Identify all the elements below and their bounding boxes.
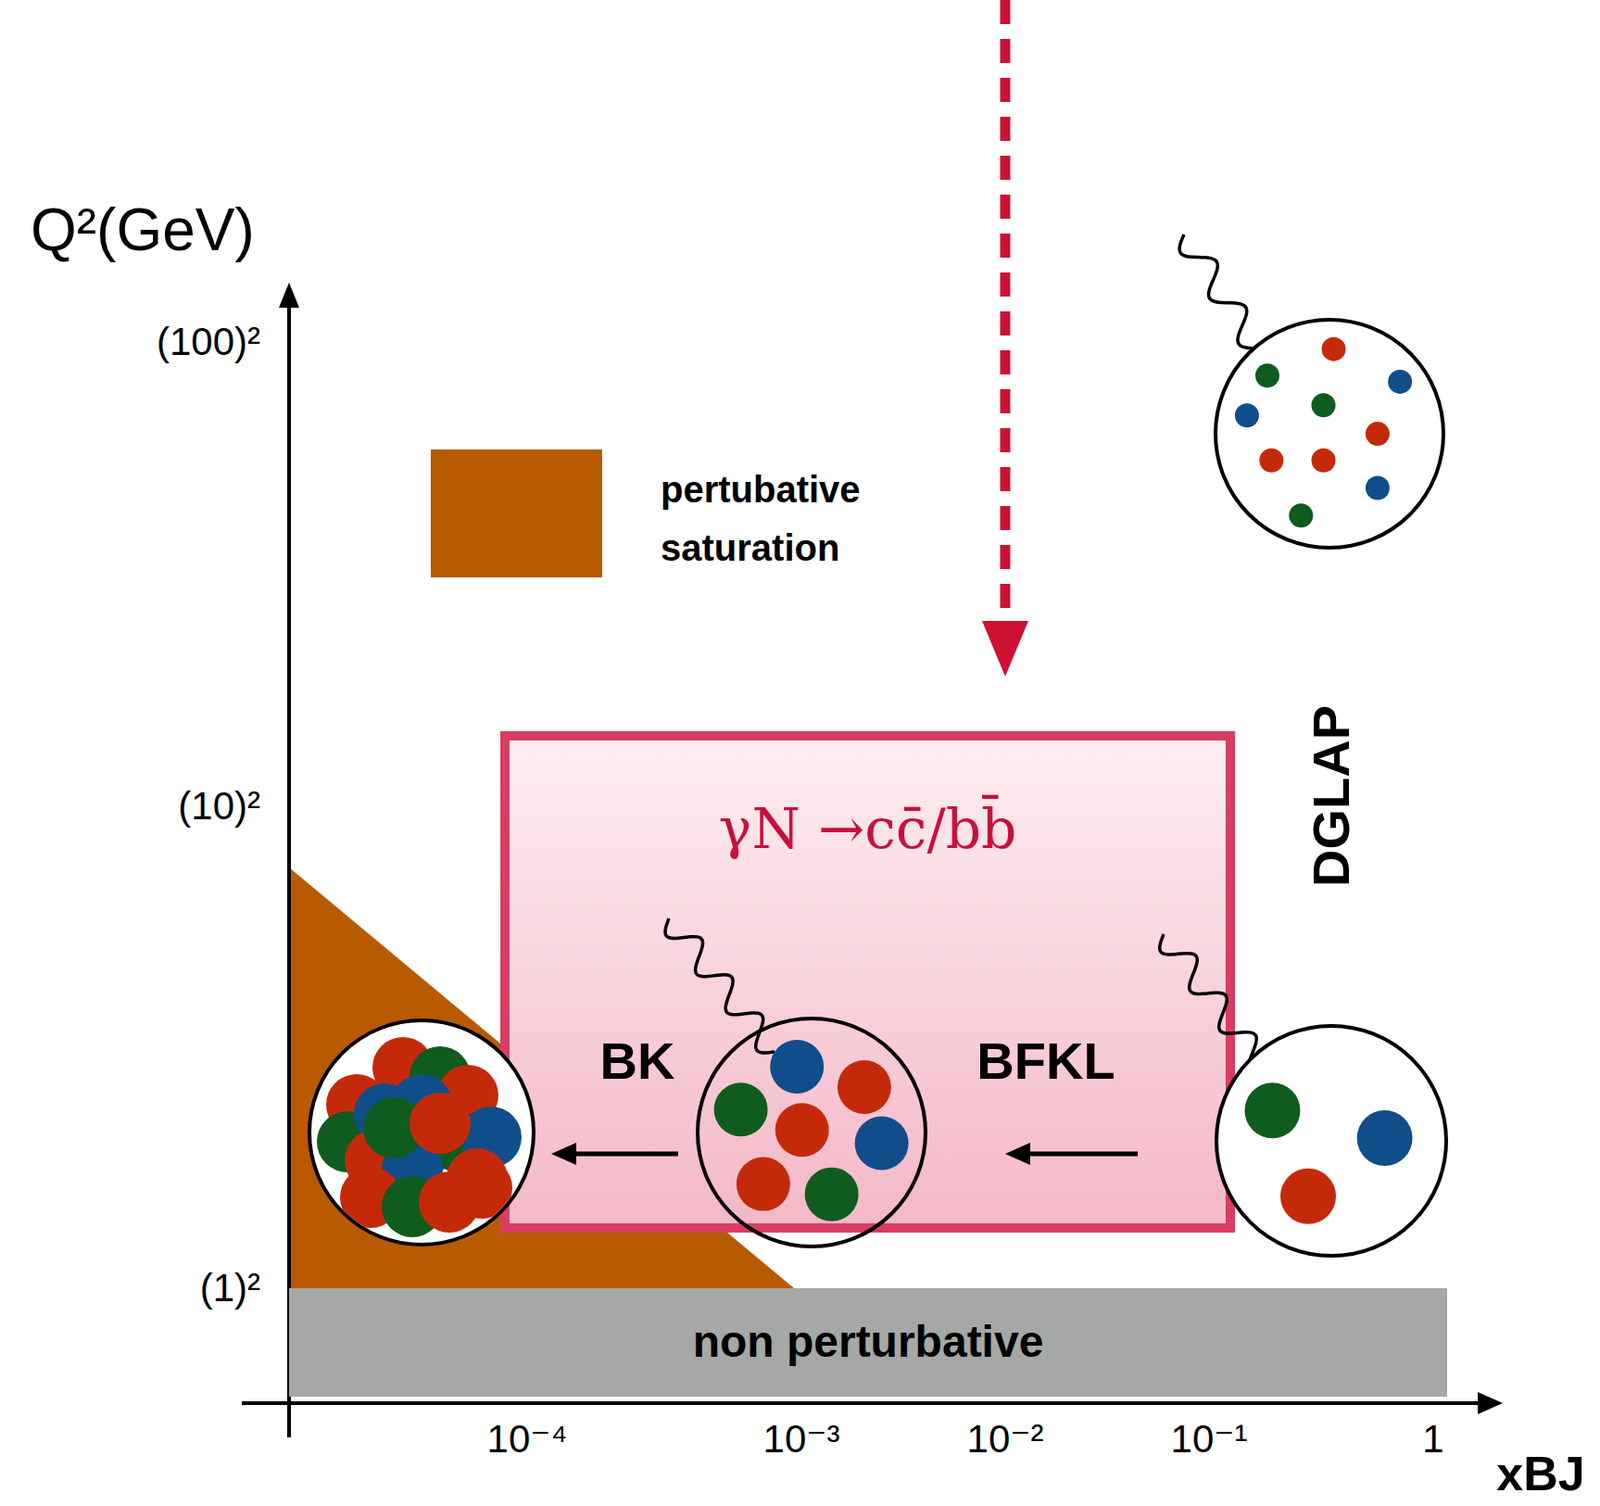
parton-dot — [1357, 1109, 1413, 1166]
parton-dot — [316, 1110, 378, 1172]
parton-dot — [1244, 1082, 1300, 1138]
parton-dot — [1311, 392, 1336, 417]
region-label: BFKL — [976, 1034, 1115, 1087]
parton-dot — [340, 1166, 402, 1228]
parton-dot — [418, 1171, 480, 1233]
parton-dot — [1322, 337, 1347, 362]
parton-dot — [1365, 421, 1390, 446]
parton-dot — [855, 1116, 909, 1171]
parton-dot — [428, 1110, 490, 1172]
parton-dot — [353, 1083, 416, 1145]
evolution-arrow-head — [551, 1142, 577, 1165]
parton-dot — [1234, 403, 1260, 428]
photon-line — [1179, 234, 1286, 394]
parton-dot — [1387, 369, 1412, 394]
parton-dot — [381, 1138, 443, 1200]
node-text: γN →cc̄/bb̄ — [718, 797, 1018, 859]
parton-dot — [460, 1106, 522, 1168]
proton-circle — [309, 1020, 534, 1245]
evolution-arrow-head — [1005, 1142, 1031, 1165]
saturated-partons — [316, 1036, 522, 1237]
region-label: BK — [600, 1034, 676, 1087]
parton-dot — [1365, 475, 1390, 500]
tick-label: 10⁻³ — [763, 1419, 841, 1459]
parton-dot — [381, 1175, 443, 1237]
parton-dot — [714, 1082, 769, 1136]
parton-dot — [1288, 503, 1313, 528]
parton-dot — [775, 1102, 830, 1157]
photon-line — [665, 918, 775, 1053]
y-axis-head — [278, 282, 300, 308]
tick-label: (100)² — [156, 322, 261, 362]
tick-label: (10)² — [177, 786, 261, 826]
proton-circle — [697, 1018, 926, 1247]
parton-dot — [1280, 1168, 1336, 1224]
non-perturbative-band: non perturbative — [289, 1287, 1448, 1397]
tick-label: 10⁻² — [967, 1419, 1045, 1459]
parton-dot — [1255, 363, 1280, 388]
photon-line — [1159, 933, 1268, 1073]
parton-dot — [1311, 448, 1336, 473]
dashed-arrow-head — [982, 620, 1029, 677]
x-axis — [241, 1400, 1483, 1405]
parton-dot — [837, 1059, 892, 1114]
parton-dot — [400, 1110, 462, 1172]
parton-dot — [390, 1073, 453, 1135]
dashed-arrow — [1000, 0, 1011, 623]
proton-circle — [1216, 1025, 1447, 1256]
parton-dot — [326, 1073, 388, 1135]
parton-dot — [372, 1147, 434, 1210]
parton-dot — [409, 1045, 471, 1108]
parton-dot — [409, 1092, 471, 1154]
parton-dot — [1259, 448, 1284, 473]
axis-title: Q²(GeV) — [30, 200, 255, 260]
proton-circles — [309, 234, 1447, 1256]
parton-dot — [446, 1147, 508, 1210]
legend-swatch — [430, 449, 603, 578]
parton-dot — [769, 1039, 824, 1094]
evolution-arrow — [1026, 1151, 1138, 1157]
tick-label: 1 — [1422, 1419, 1444, 1459]
x-axis-head — [1477, 1391, 1503, 1414]
parton-dot — [805, 1167, 859, 1222]
region-label: DGLAP — [1305, 705, 1358, 887]
parton-dot — [451, 1157, 513, 1219]
y-axis — [287, 301, 291, 1437]
axis-title: xBJ — [1496, 1448, 1585, 1498]
parton-dot — [736, 1157, 791, 1211]
tick-label: (1)² — [200, 1268, 261, 1308]
node-text: non perturbative — [692, 1317, 1045, 1367]
proton-circle — [1215, 319, 1444, 548]
tick-label: 10⁻⁴ — [487, 1419, 568, 1459]
tick-label: 10⁻¹ — [1171, 1419, 1248, 1459]
legend-text: pertubative saturation — [660, 460, 911, 578]
process-box: γN →cc̄/bb̄ — [500, 730, 1235, 1233]
parton-dot — [437, 1064, 499, 1126]
parton-dot — [372, 1036, 434, 1098]
parton-dot — [344, 1129, 406, 1191]
parton-dot — [363, 1096, 425, 1159]
evolution-arrow — [572, 1151, 679, 1157]
